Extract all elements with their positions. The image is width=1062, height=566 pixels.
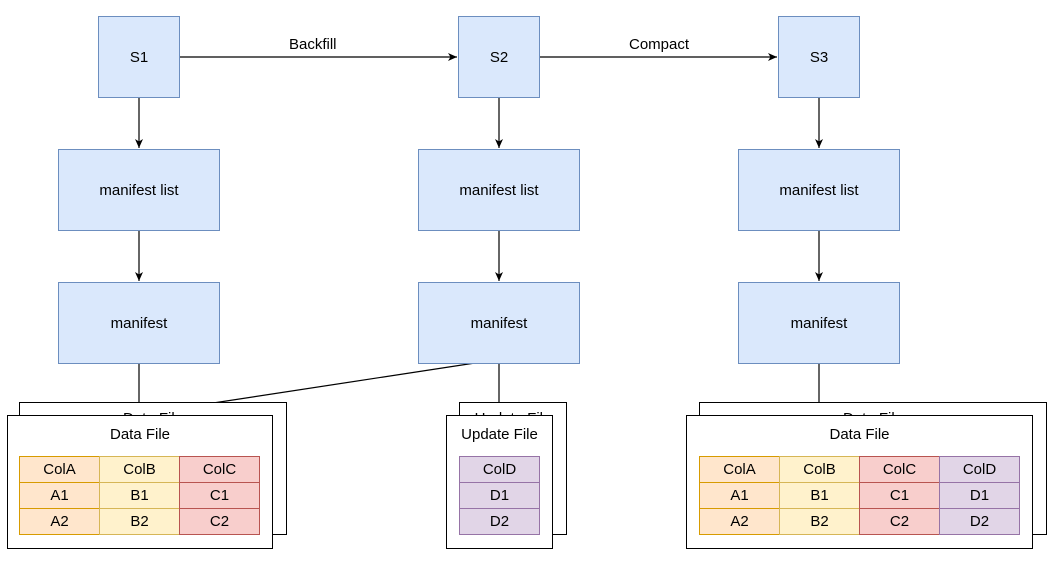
table-cell: B2 [99,508,180,535]
data-file-1-title: Data File [109,426,171,443]
table-header-cell: ColA [699,456,780,483]
snapshot-s2[interactable]: S2 [458,16,540,98]
manifest-list-1[interactable]: manifest list [58,149,220,231]
snapshot-s2-label: S2 [489,48,509,66]
table-header-cell: ColD [939,456,1020,483]
table-header-cell: ColB [779,456,860,483]
manifest-3-label: manifest [790,314,848,332]
table-header-cell: ColD [459,456,540,483]
manifest-list-3[interactable]: manifest list [738,149,900,231]
table-header-cell: ColA [19,456,100,483]
table-cell: A1 [699,482,780,509]
snapshot-s1-label: S1 [129,48,149,66]
manifest-list-3-label: manifest list [779,181,859,199]
table-cell: A2 [699,508,780,535]
manifest-3[interactable]: manifest [738,282,900,364]
data-file-3-title: Data File [829,426,890,443]
update-file-card[interactable]: Update File ColD D1 D2 [446,415,553,549]
table-header-cell: ColC [859,456,940,483]
table-cell: C2 [179,508,260,535]
table-cell: B1 [779,482,860,509]
update-file-title: Update File [461,426,538,443]
snapshot-s3[interactable]: S3 [778,16,860,98]
table-cell: A2 [19,508,100,535]
manifest-list-2[interactable]: manifest list [418,149,580,231]
table-cell: D1 [939,482,1020,509]
table-cell: D2 [459,508,540,535]
table-header-cell: ColB [99,456,180,483]
compact-label: Compact [627,36,692,53]
table-cell: D1 [459,482,540,509]
data-file-1-card[interactable]: Data File ColA ColB ColC A1 B1 C1 A2 B2 … [7,415,273,549]
manifest-2[interactable]: manifest [418,282,580,364]
manifest-1[interactable]: manifest [58,282,220,364]
table-cell: C1 [179,482,260,509]
snapshot-s1[interactable]: S1 [98,16,180,98]
manifest-list-2-label: manifest list [459,181,539,199]
backfill-label: Backfill [287,36,339,53]
snapshot-s3-label: S3 [809,48,829,66]
table-header-cell: ColC [179,456,260,483]
table-cell: D2 [939,508,1020,535]
table-cell: C1 [859,482,940,509]
data-file-3-card[interactable]: Data File ColA ColB ColC ColD A1 B1 C1 D… [686,415,1033,549]
table-cell: B1 [99,482,180,509]
manifest-list-1-label: manifest list [99,181,179,199]
manifest-1-label: manifest [110,314,168,332]
table-cell: C2 [859,508,940,535]
table-cell: B2 [779,508,860,535]
table-cell: A1 [19,482,100,509]
manifest-2-label: manifest [470,314,528,332]
